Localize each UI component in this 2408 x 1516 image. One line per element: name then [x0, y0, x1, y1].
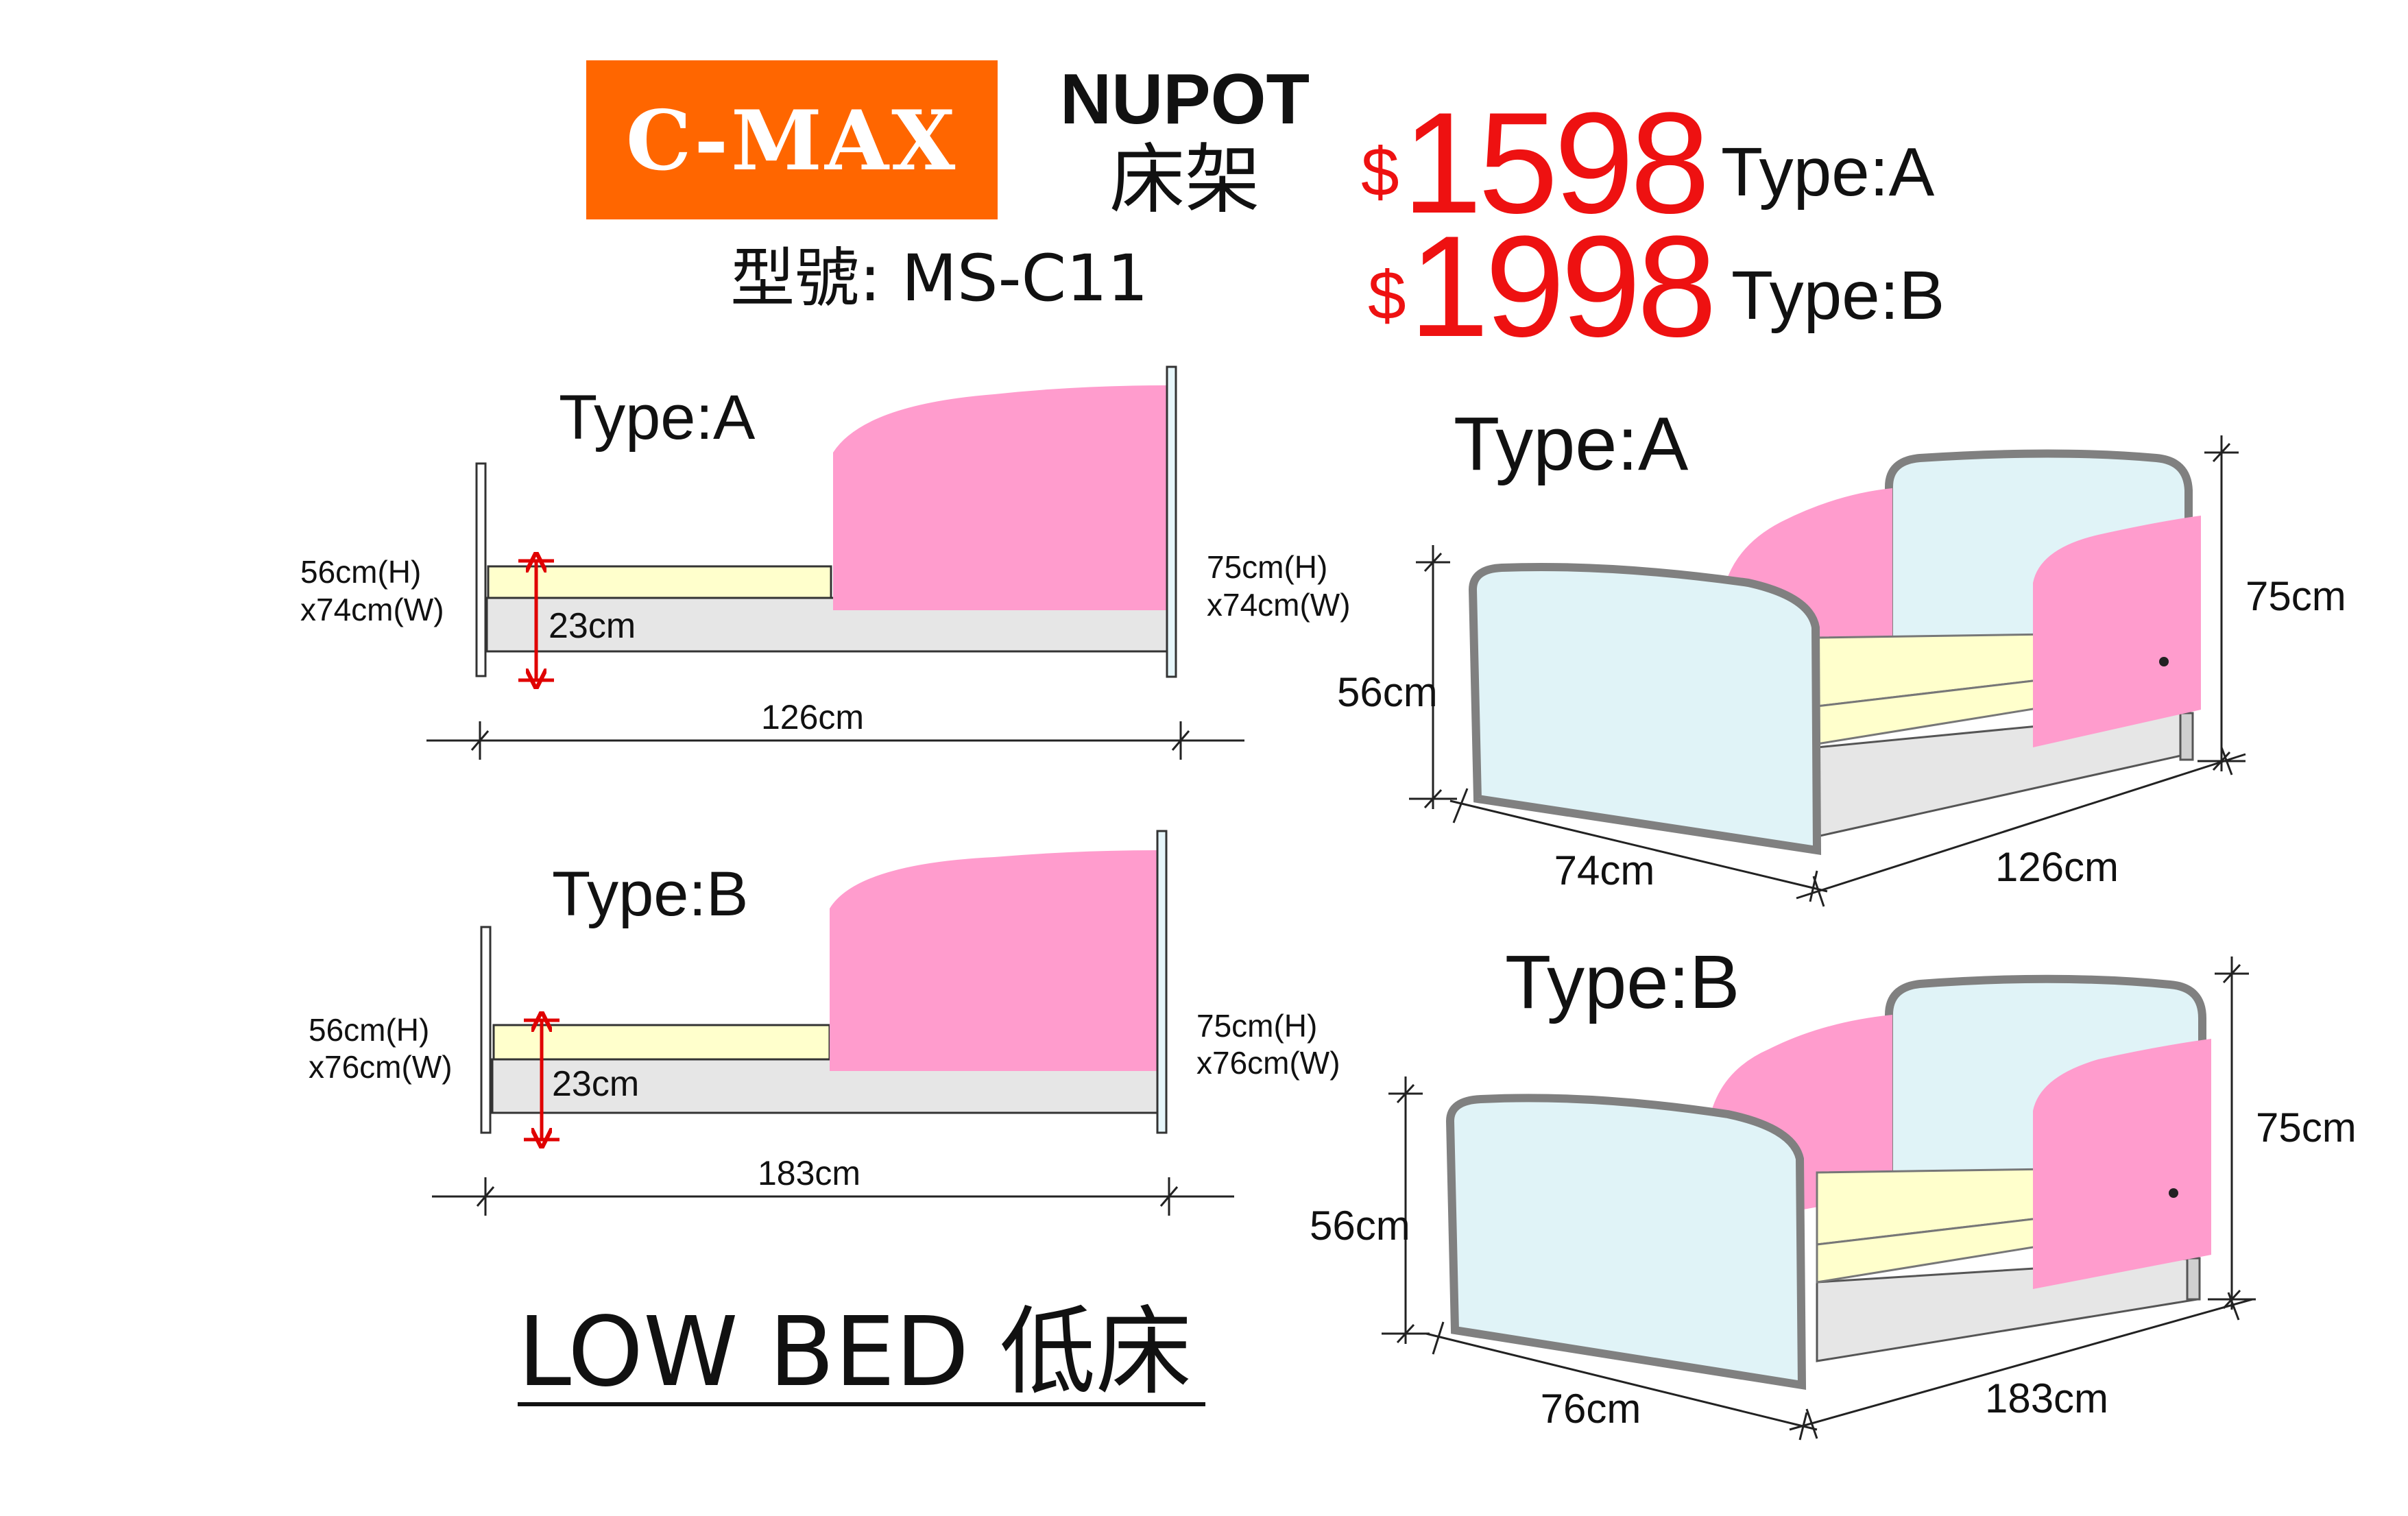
- dimension-slash: [2222, 963, 2241, 984]
- width-dimension-line: [1449, 799, 1828, 893]
- right-board-width: x76cm(W): [1196, 1045, 1340, 1081]
- left-board-height: 56cm(H): [300, 554, 421, 590]
- price-amount: 1998: [1409, 206, 1713, 367]
- dimension-tick: [1805, 1408, 1818, 1439]
- headboard: [1166, 365, 1177, 678]
- length-dimension-line: [1789, 1298, 2253, 1431]
- pink-side-panel: [830, 850, 1159, 1071]
- perspective-title: Type:A: [1454, 402, 1689, 486]
- dimension-slash: [470, 730, 490, 751]
- dimension-slash: [476, 1186, 495, 1207]
- bolt-hole: [2169, 1188, 2178, 1198]
- back-height-label: 75cm: [2256, 1105, 2357, 1151]
- dimension-slash: [1423, 789, 1443, 809]
- dimension-tick: [1809, 870, 1818, 902]
- dimension-tick: [1432, 1321, 1445, 1355]
- price-type-label: Type:B: [1731, 257, 1945, 334]
- side-view-b: Type:B 23cm 56cm(H) x76cm(W) 75cm(H) x76…: [309, 830, 1340, 1216]
- right-board-height: 75cm(H): [1207, 549, 1327, 585]
- width-label: 76cm: [1541, 1386, 1641, 1432]
- logo-background: [586, 60, 998, 219]
- low-bed-label: LOW BED 低床: [518, 1297, 1192, 1408]
- bolt-hole: [2159, 657, 2169, 666]
- left-board-height: 56cm(H): [309, 1012, 429, 1048]
- left-board-width: x74cm(W): [300, 592, 444, 627]
- pink-side-panel: [833, 385, 1167, 610]
- footboard: [480, 926, 492, 1134]
- price-type-label: Type:A: [1721, 134, 1935, 210]
- side-view-title: Type:B: [552, 859, 748, 929]
- footboard: [1445, 1094, 1807, 1391]
- dimension-slash: [1159, 1186, 1179, 1207]
- dimension-slash: [1396, 1323, 1415, 1344]
- product-name-cn: 床架: [1109, 136, 1260, 224]
- model-label: 型號: MS-C11: [730, 241, 1148, 316]
- dimension-slash: [1171, 730, 1190, 751]
- price-currency: $: [1368, 257, 1406, 334]
- front-height-label: 56cm: [1310, 1203, 1410, 1249]
- dimension-slash: [1423, 552, 1443, 573]
- length-dimension-line: [1796, 753, 2246, 900]
- price-row-b: $ 1998 Type:B: [1368, 206, 1945, 367]
- dimension-slash: [2212, 442, 2231, 463]
- footboard: [1468, 562, 1822, 855]
- brand-logo: C-MAX: [586, 60, 998, 219]
- perspective-view-a: Type:A 56cm 75cm 74cm: [1337, 402, 2346, 907]
- pink-front-panel: [2033, 516, 2201, 747]
- dimension-tick: [1452, 788, 1469, 823]
- price-row-a: $ 1598 Type:A: [1361, 82, 1935, 243]
- product-name: NUPOT: [1060, 60, 1310, 139]
- mattress: [492, 1024, 831, 1061]
- right-board-width: x74cm(W): [1207, 587, 1351, 623]
- side-view-a: Type:A 23cm 56cm(H) x74cm(W) 75cm(H) x74…: [300, 365, 1351, 760]
- footboard: [475, 462, 487, 677]
- price-amount: 1598: [1402, 82, 1706, 243]
- length-label: 183cm: [758, 1154, 860, 1192]
- dimension-tick: [2227, 1292, 2240, 1321]
- width-dimension-line: [1425, 1332, 1818, 1431]
- dimension-tick: [1812, 876, 1825, 907]
- price-currency: $: [1361, 134, 1399, 210]
- length-label: 126cm: [1995, 844, 2119, 890]
- width-label: 74cm: [1554, 847, 1655, 893]
- perspective-view-b: Type:B 56cm 75cm 76cm 183cm: [1310, 940, 2357, 1441]
- pink-front-panel: [2033, 1039, 2211, 1289]
- logo-text: C-MAX: [626, 93, 958, 189]
- length-label: 126cm: [761, 698, 864, 736]
- headboard: [1156, 830, 1168, 1134]
- bed-base-end: [2186, 1257, 2201, 1301]
- left-board-width: x76cm(W): [309, 1049, 453, 1085]
- front-height-label: 56cm: [1337, 669, 1438, 715]
- back-height-label: 75cm: [2246, 573, 2346, 619]
- dimension-tick: [2220, 747, 2233, 775]
- bed-base-end: [2179, 712, 2194, 761]
- perspective-title: Type:B: [1505, 940, 1739, 1024]
- clearance-label: 23cm: [552, 1064, 639, 1104]
- side-view-title: Type:A: [559, 383, 756, 453]
- right-board-height: 75cm(H): [1196, 1008, 1317, 1044]
- clearance-label: 23cm: [549, 606, 636, 646]
- length-label: 183cm: [1985, 1375, 2108, 1421]
- dimension-slash: [1396, 1083, 1415, 1104]
- mattress: [487, 565, 832, 599]
